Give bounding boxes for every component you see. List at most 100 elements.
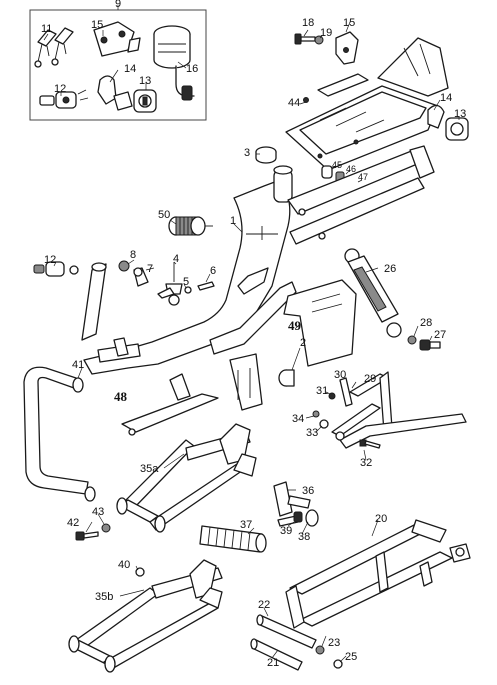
part-13-lock-inset (133, 89, 157, 113)
part-32-bolt (359, 439, 381, 449)
label-5: 5 (183, 276, 189, 288)
callout-labels: 9 11 15 16 12 14 13 18 19 15 44 14 13 3 … (41, 0, 466, 669)
part-34-washer (312, 410, 320, 418)
label-27: 27 (434, 329, 446, 341)
label-20: 20 (375, 513, 387, 525)
label-30: 30 (334, 369, 346, 381)
part-38-rubber (305, 509, 319, 527)
part-48-skid-plate (121, 373, 219, 436)
label-41: 41 (72, 359, 84, 371)
part-7-plug (133, 267, 149, 287)
part-39-nut (293, 511, 303, 523)
label-26: 26 (384, 263, 396, 275)
label-13: 13 (454, 108, 466, 120)
label-43: 43 (92, 506, 104, 518)
part-15-bracket (93, 21, 141, 57)
label-45: 45 (332, 160, 342, 170)
label-50: 50 (158, 209, 170, 221)
part-5-clip (184, 286, 192, 294)
label-2: 2 (300, 337, 306, 349)
label-48: 48 (114, 389, 128, 404)
label-16: 16 (186, 63, 198, 75)
label-32: 32 (360, 457, 372, 469)
part-2-spacer (278, 369, 295, 387)
label-8: 8 (130, 249, 136, 261)
part-13-lock (445, 117, 469, 141)
label-3: 3 (244, 147, 250, 159)
label-9: 9 (115, 0, 121, 10)
part-21-pin (250, 638, 303, 671)
part-22-pin (256, 614, 317, 649)
part-44-carrier-box (285, 37, 449, 171)
label-4: 4 (173, 253, 179, 265)
label-12-inset: 12 (54, 83, 66, 95)
part-23-washer (315, 645, 325, 655)
part-14-lever (427, 104, 445, 129)
label-22: 22 (258, 599, 270, 611)
label-46: 46 (346, 164, 356, 174)
label-40: 40 (118, 559, 130, 571)
label-42: 42 (67, 517, 79, 529)
part-41-crash-bar (23, 366, 96, 502)
label-38: 38 (298, 531, 310, 543)
label-19: 19 (320, 27, 332, 39)
part-30-spring (339, 377, 353, 407)
label-14: 14 (440, 92, 452, 104)
part-20-swing-arm (285, 519, 471, 629)
part-18-bolt (294, 33, 316, 45)
label-13-inset: 13 (139, 75, 151, 87)
label-6: 6 (210, 265, 216, 277)
part-12-switch-inset (39, 89, 89, 109)
part-36-footrest-bracket (273, 481, 311, 527)
part-43-washer (101, 523, 111, 533)
label-37: 37 (240, 519, 252, 531)
part-37-footpeg (199, 525, 267, 553)
label-34: 34 (292, 413, 304, 425)
part-4-tap (157, 262, 183, 306)
label-47: 47 (358, 172, 368, 182)
label-28: 28 (420, 317, 432, 329)
part-29-stand (349, 371, 393, 433)
label-31: 31 (316, 385, 328, 397)
part-16-horn (153, 25, 195, 101)
label-33: 33 (306, 427, 318, 439)
part-11-clamp (34, 27, 74, 68)
label-39: 39 (280, 525, 292, 537)
part-26-shock-absorber (344, 248, 402, 338)
label-15-inset: 15 (91, 19, 103, 31)
part-49-plate (283, 279, 357, 367)
part-19-washer (314, 35, 324, 45)
label-7: 7 (147, 263, 153, 275)
label-36: 36 (302, 485, 314, 497)
part-40-nut (135, 567, 145, 577)
leader-lines (43, 21, 460, 663)
part-14-lever-inset (97, 75, 133, 111)
label-12: 12 (44, 254, 56, 266)
part-frame-front-tube (81, 262, 141, 363)
label-1: 1 (230, 215, 236, 227)
label-49: 49 (288, 318, 302, 333)
label-14-inset: 14 (124, 63, 136, 75)
part-27-bolt (419, 339, 441, 351)
part-8-grommet (118, 260, 130, 272)
label-25: 25 (345, 651, 357, 663)
part-31-pin (328, 392, 336, 400)
part-3-cap (255, 146, 277, 164)
part-42-bolt (75, 531, 99, 541)
part-12-switch (33, 261, 79, 277)
part-50-coil (168, 216, 213, 236)
part-28-washer (407, 335, 417, 345)
label-21: 21 (267, 657, 279, 669)
label-18: 18 (302, 17, 314, 29)
part-centre-stand (331, 403, 467, 449)
label-15: 15 (343, 17, 355, 29)
label-23: 23 (328, 637, 340, 649)
part-15-rear-bracket (335, 31, 359, 65)
label-35b: 35b (95, 591, 113, 603)
part-35a-bracket (116, 423, 257, 533)
label-44: 44 (288, 97, 300, 109)
part-35b-bracket (68, 559, 223, 673)
part-6-pin (197, 281, 215, 291)
